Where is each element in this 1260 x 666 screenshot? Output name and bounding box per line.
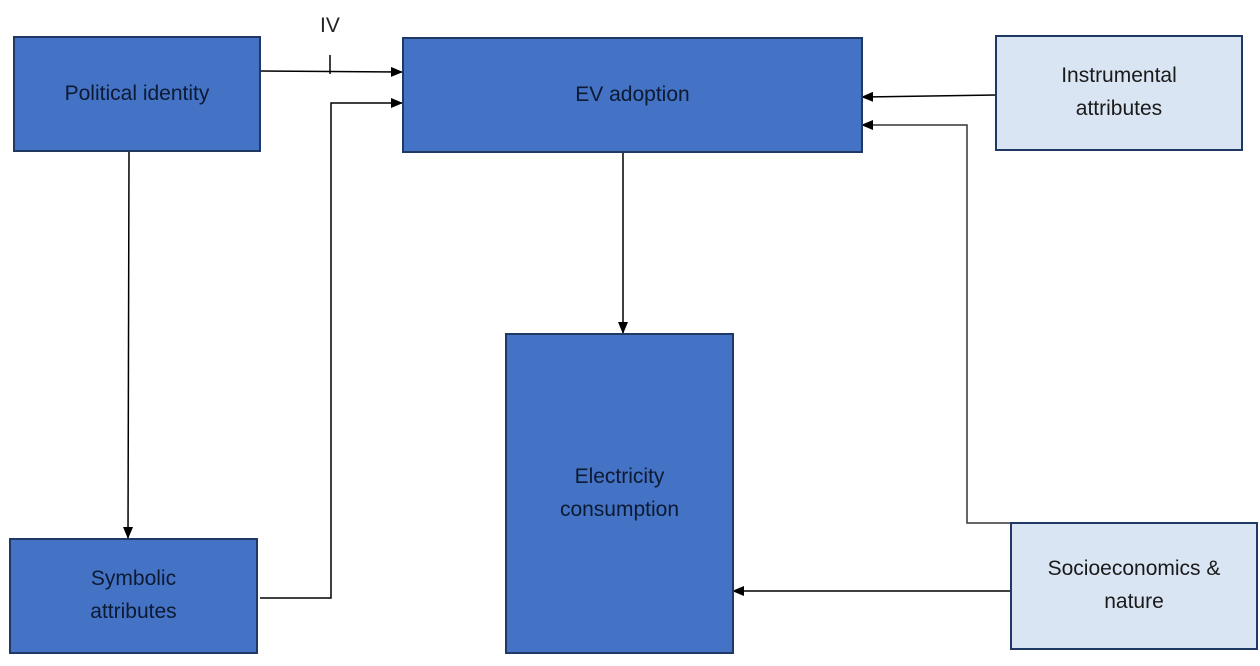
node-ev-adoption: EV adoption bbox=[402, 37, 863, 153]
node-electricity-consumption: Electricity consumption bbox=[505, 333, 734, 654]
edge-political-to-ev bbox=[259, 66, 403, 77]
node-political-identity: Political identity bbox=[13, 36, 261, 152]
node-socioeconomics-nature: Socioeconomics & nature bbox=[1010, 522, 1258, 650]
edge-socioeconomics-to-ev bbox=[861, 120, 1072, 524]
edge-symbolic-to-ev bbox=[260, 98, 403, 599]
edge-instrumental-to-ev bbox=[861, 91, 997, 102]
edge-political-to-symbolic bbox=[123, 151, 134, 539]
node-instrumental-attributes: Instrumental attributes bbox=[995, 35, 1243, 151]
node-symbolic-attributes: Symbolic attributes bbox=[9, 538, 258, 654]
iv-label: IV bbox=[320, 14, 340, 37]
